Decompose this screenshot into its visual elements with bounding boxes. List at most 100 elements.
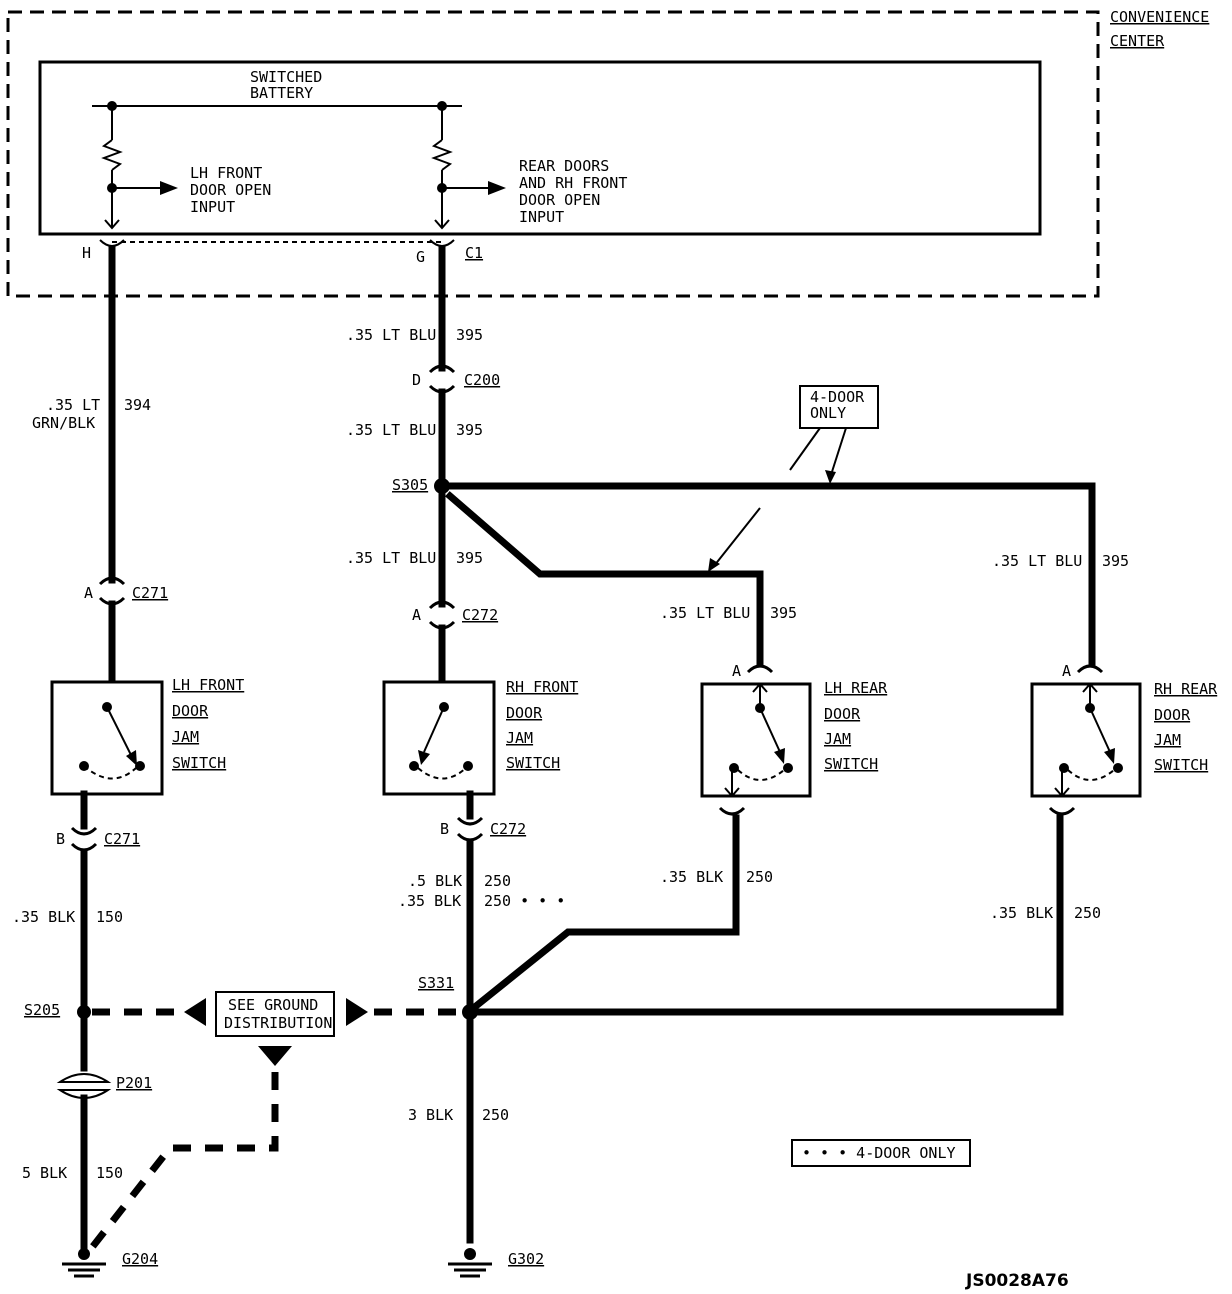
rh-front-door-jam-switch: [382, 680, 496, 796]
rhr-ground-pin: [1048, 806, 1076, 816]
w250b-gauge: .35 BLK: [398, 892, 461, 910]
w395b-gauge: .35 LT BLU: [346, 421, 436, 439]
w150a-gauge: .35 BLK: [12, 908, 75, 926]
legend-box: [791, 1139, 971, 1167]
rh-rear-door-jam-switch: [1030, 682, 1142, 798]
rhf-label-4: SWITCH: [506, 754, 560, 772]
ground-dist-label-2: DISTRIBUTION: [224, 1014, 332, 1032]
c272b-label: C272: [490, 820, 526, 838]
lhr-label-1: LH REAR: [824, 679, 888, 697]
w395b-circuit: 395: [456, 421, 483, 439]
pin-h-label: H: [82, 244, 91, 262]
w250d-circuit: 250: [1074, 904, 1101, 922]
rhr-pin-label: A: [1062, 662, 1071, 680]
see-ground-distribution-box: [215, 991, 335, 1037]
pin-g-connector: [429, 239, 455, 247]
c200-label: C200: [464, 371, 500, 389]
w394-circuit: 394: [124, 396, 151, 414]
rh-input-label-3: DOOR OPEN: [519, 191, 600, 209]
callout-leader-2: [829, 427, 847, 479]
c271b-label: C271: [104, 830, 140, 848]
rh-input-label-4: INPUT: [519, 208, 564, 226]
convenience-center-label-1: CONVENIENCE: [1110, 8, 1209, 26]
lhr-pin-a: [746, 664, 774, 674]
p201-label: P201: [116, 1074, 152, 1092]
w250a-circuit: 250: [484, 872, 511, 890]
switched-battery-label-1: SWITCHED: [250, 68, 322, 86]
w395d-circuit: 395: [770, 604, 797, 622]
switched-battery-label-2: BATTERY: [250, 84, 313, 102]
pin-h-connector: [99, 239, 125, 247]
w250a-gauge: .5 BLK: [408, 872, 462, 890]
w395a-circuit: 395: [456, 326, 483, 344]
c272a-pin: A: [412, 606, 421, 624]
w250c-circuit: 250: [746, 868, 773, 886]
w395a-gauge: .35 LT BLU: [346, 326, 436, 344]
lh-input-label-1: LH FRONT: [190, 164, 262, 182]
pin-g-label: G: [416, 248, 425, 266]
wire-250-lh-rear: [471, 814, 740, 1011]
w250e-circuit: 250: [482, 1106, 509, 1124]
lhr-label-3: JAM: [824, 730, 851, 748]
w395e-gauge: .35 LT BLU: [992, 552, 1082, 570]
wire-395-rh-rear: [438, 482, 1096, 666]
c271a-pin: A: [84, 584, 93, 602]
lh-input-label-2: DOOR OPEN: [190, 181, 271, 199]
lhr-ground-pin: [718, 806, 746, 816]
c271a-label: C271: [132, 584, 168, 602]
four-door-label-2: ONLY: [810, 404, 846, 422]
lhf-label-1: LH FRONT: [172, 676, 244, 694]
c200-pin: D: [412, 371, 421, 389]
rh-pullup-resistor: [431, 106, 506, 230]
g302-ground-symbol: [448, 1248, 492, 1278]
ground-dist-arrow-down: [258, 1046, 292, 1066]
w250d-gauge: .35 BLK: [990, 904, 1053, 922]
ground-dist-label-1: SEE GROUND: [228, 996, 318, 1014]
c272b-pin: B: [440, 820, 449, 838]
convenience-center-outline: [6, 10, 1100, 298]
legend-text: • • • 4-DOOR ONLY: [802, 1144, 956, 1162]
rhf-label-1: RH FRONT: [506, 678, 578, 696]
w250b-circuit: 250 • • •: [484, 892, 565, 910]
lh-pullup-resistor: [101, 106, 178, 230]
callout-leader-3: [713, 507, 761, 567]
p201-top: [56, 1073, 112, 1083]
w250c-gauge: .35 BLK: [660, 868, 723, 886]
ground-dist-link-down: [87, 1072, 279, 1253]
four-door-callout: [799, 385, 879, 429]
rh-input-label-2: AND RH FRONT: [519, 174, 627, 192]
rhr-label-3: JAM: [1154, 731, 1181, 749]
lh-input-label-3: INPUT: [190, 198, 235, 216]
rh-input-label-1: REAR DOORS: [519, 157, 609, 175]
c271b-pin: B: [56, 830, 65, 848]
g204-label: G204: [122, 1250, 158, 1268]
c200-top: [428, 364, 456, 374]
w150b-gauge: 5 BLK: [22, 1164, 67, 1182]
lhf-label-3: JAM: [172, 728, 199, 746]
w395c-circuit: 395: [456, 549, 483, 567]
rhf-label-2: DOOR: [506, 704, 543, 722]
s305-label: S305: [392, 476, 428, 494]
s331-label: S331: [418, 974, 454, 992]
wire-395-lh-rear: [445, 491, 764, 666]
lhr-label-2: DOOR: [824, 705, 861, 723]
rhr-pin-a: [1076, 664, 1104, 674]
w394-color: GRN/BLK: [32, 414, 95, 432]
wire-250-rh-rear: [466, 814, 1064, 1016]
w395d-gauge: .35 LT BLU: [660, 604, 750, 622]
c272a-label: C272: [462, 606, 498, 624]
four-door-label-1: 4-DOOR: [810, 388, 865, 406]
rhr-label-1: RH REAR: [1154, 680, 1218, 698]
lhf-label-2: DOOR: [172, 702, 209, 720]
s205-splice: [77, 1005, 91, 1019]
c271a-top: [98, 576, 126, 586]
figure-id: JS0028A76: [965, 1271, 1069, 1291]
w395c-gauge: .35 LT BLU: [346, 549, 436, 567]
rhr-label-4: SWITCH: [1154, 756, 1208, 774]
lhr-label-4: SWITCH: [824, 755, 878, 773]
w394-gauge: .35 LT: [46, 396, 100, 414]
ground-dist-arrow-left: [184, 998, 206, 1026]
lhr-pin-label: A: [732, 662, 741, 680]
module-box: [38, 60, 1042, 236]
w150b-circuit: 150: [96, 1164, 123, 1182]
